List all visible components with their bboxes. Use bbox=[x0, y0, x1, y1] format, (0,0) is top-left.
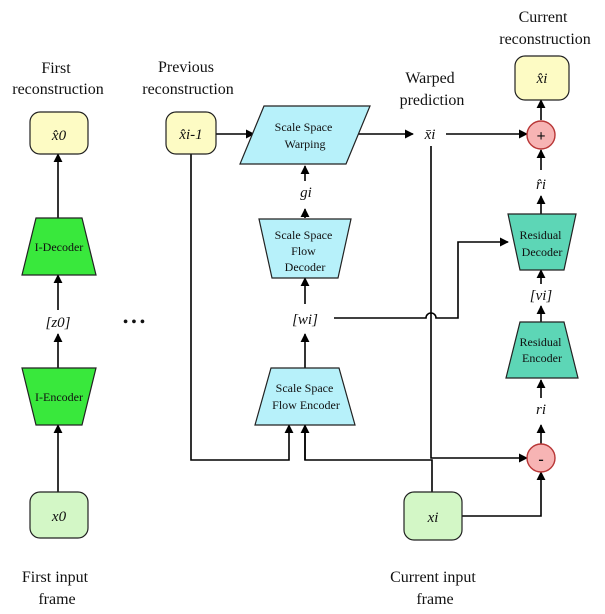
label-x0-hat: x̂0 bbox=[51, 128, 67, 144]
wire-w-to-residual-decoder bbox=[334, 237, 509, 319]
caption-warped-prediction: Warped prediction bbox=[400, 70, 465, 109]
label-r: ri bbox=[536, 402, 546, 418]
node-x0 bbox=[29, 491, 89, 539]
label-add: + bbox=[536, 128, 545, 145]
wire-xi-to-subtract bbox=[462, 471, 546, 517]
subtract-operator bbox=[526, 443, 556, 473]
block-i-encoder bbox=[21, 367, 97, 426]
wire-xbar-to-subtract bbox=[430, 146, 528, 463]
label-i-encoder: I-Encoder bbox=[35, 390, 83, 404]
label-flow-decoder: Scale Space Flow Decoder bbox=[275, 228, 336, 274]
node-x-i bbox=[403, 491, 463, 541]
label-w: [wi] bbox=[292, 312, 318, 328]
block-residual-decoder bbox=[507, 213, 577, 271]
ellipsis: • • • bbox=[123, 315, 145, 330]
caption-first-reconstruction: First reconstruction bbox=[12, 60, 104, 98]
label-x-i-hat: x̂i bbox=[536, 71, 548, 87]
label-residual-decoder: Residual Decoder bbox=[520, 228, 565, 259]
block-i-decoder bbox=[21, 217, 97, 276]
node-x-prev-hat bbox=[165, 111, 217, 155]
label-z0: [z0] bbox=[45, 315, 70, 331]
add-operator bbox=[526, 120, 556, 150]
label-v: [vi] bbox=[530, 288, 553, 304]
node-x0-hat bbox=[29, 111, 89, 155]
label-x-i: xi bbox=[427, 510, 439, 526]
caption-first-input-frame: First input frame bbox=[22, 569, 92, 608]
label-subtract: - bbox=[538, 451, 543, 468]
label-x-prev-hat: x̂i-1 bbox=[178, 127, 202, 143]
caption-previous-reconstruction: Previous reconstruction bbox=[142, 59, 234, 98]
wire-prev-to-flow-encoder bbox=[190, 154, 294, 461]
label-x-bar: x̄i bbox=[424, 127, 436, 143]
node-x-i-hat bbox=[514, 55, 570, 101]
block-flow-encoder bbox=[254, 367, 356, 426]
wire-xi-to-flow-encoder bbox=[304, 425, 433, 492]
caption-current-reconstruction: Current reconstruction bbox=[499, 9, 591, 48]
block-flow-decoder bbox=[258, 218, 352, 279]
label-residual-encoder: Residual Encoder bbox=[520, 335, 565, 365]
block-scale-space-warping bbox=[239, 105, 371, 165]
label-g: gi bbox=[300, 185, 312, 201]
caption-current-input-frame: Current input frame bbox=[390, 569, 480, 608]
label-r-hat: r̂i bbox=[536, 177, 546, 193]
label-flow-encoder: Scale Space Flow Encoder bbox=[272, 381, 340, 412]
label-scale-space-warping: Scale Space Warping bbox=[275, 120, 336, 151]
label-x0: x0 bbox=[51, 509, 67, 525]
label-i-decoder: I-Decoder bbox=[35, 240, 84, 254]
block-residual-encoder bbox=[505, 321, 579, 379]
